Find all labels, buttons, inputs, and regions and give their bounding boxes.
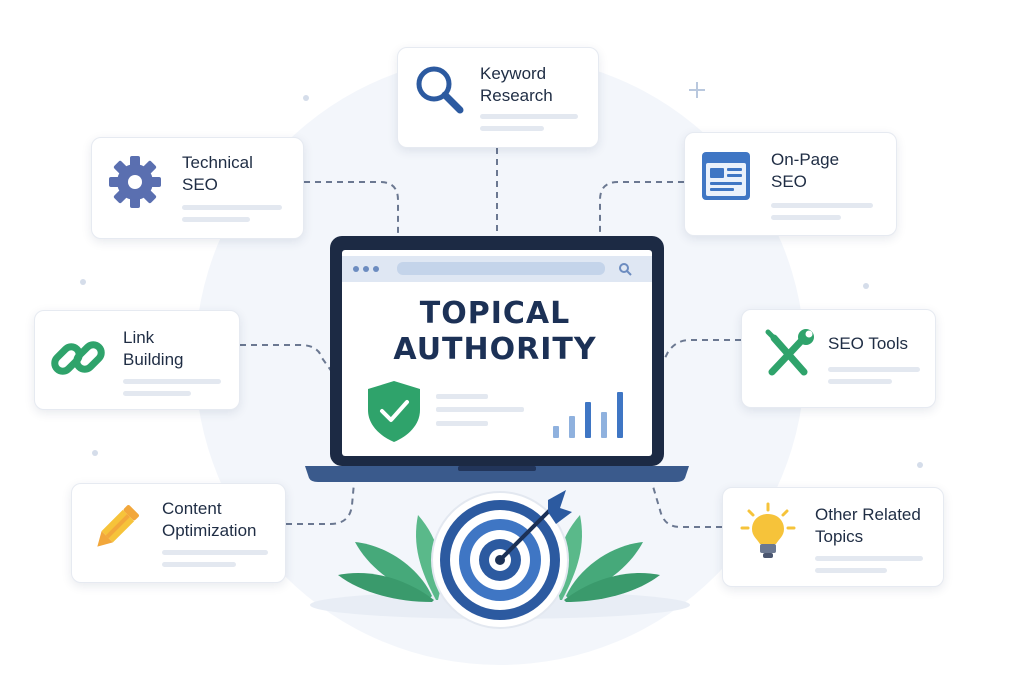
screen-text-lines xyxy=(436,394,524,426)
card-keyword-research-label-line2: Research xyxy=(480,86,553,105)
card-content-optimization[interactable]: Content Optimization xyxy=(71,483,286,583)
card-on-page-seo-label-line1: On-Page xyxy=(771,150,840,169)
wrench-screwdriver-icon xyxy=(765,329,814,376)
placeholder-line xyxy=(828,367,920,372)
card-seo-tools-label: SEO Tools xyxy=(828,334,909,353)
topical-authority-title-line2: AUTHORITY xyxy=(393,332,597,367)
placeholder-line xyxy=(480,114,578,119)
connector-seo-tools xyxy=(661,339,741,365)
magnifier-icon xyxy=(416,66,464,114)
decorative-dots xyxy=(80,95,923,468)
placeholder-line xyxy=(480,126,544,131)
placeholder-line xyxy=(123,391,191,396)
card-link-building[interactable]: Link Building xyxy=(34,310,240,410)
placeholder-line xyxy=(771,215,841,220)
card-link-building-label-line1: Link xyxy=(123,328,155,347)
card-technical-seo-label-line2: SEO xyxy=(182,175,218,194)
card-on-page-seo[interactable]: On-Page SEO xyxy=(684,132,897,236)
placeholder-line xyxy=(162,562,236,567)
connector-technical-seo xyxy=(304,181,399,236)
pencil-icon xyxy=(97,505,139,547)
card-other-related-topics-label-line2: Topics xyxy=(815,527,864,546)
placeholder-line xyxy=(815,568,887,573)
connector-other-related-topics xyxy=(651,482,722,528)
placeholder-line xyxy=(182,217,250,222)
target-icon xyxy=(431,490,572,629)
webpage-icon xyxy=(702,152,750,200)
card-keyword-research-label-line1: Keyword xyxy=(480,64,547,83)
connector-content-optimization xyxy=(286,482,355,525)
card-link-building-label-line2: Building xyxy=(123,350,184,369)
topical-authority-title-line1: TOPICAL xyxy=(419,296,571,331)
card-content-optimization-label-line1: Content xyxy=(162,499,222,518)
chain-link-icon xyxy=(51,341,105,375)
placeholder-line xyxy=(771,203,873,208)
placeholder-line xyxy=(815,556,923,561)
connector-link-building xyxy=(240,344,333,373)
placeholder-line xyxy=(828,379,892,384)
card-technical-seo-label-line1: Technical xyxy=(182,153,253,172)
placeholder-line xyxy=(182,205,282,210)
placeholder-line xyxy=(123,379,221,384)
placeholder-line xyxy=(162,550,268,555)
sparkle-icon xyxy=(689,82,705,98)
gear-icon xyxy=(109,156,161,208)
bar-chart-icon xyxy=(553,392,623,438)
card-content-optimization-label-line2: Optimization xyxy=(162,521,257,540)
browser-search-icon xyxy=(619,263,632,276)
lightbulb-icon xyxy=(740,502,796,558)
card-seo-tools[interactable]: SEO Tools xyxy=(741,309,936,408)
card-other-related-topics-label-line1: Other Related xyxy=(815,505,921,524)
card-other-related-topics[interactable]: Other Related Topics xyxy=(722,487,944,587)
card-keyword-research[interactable]: Keyword Research xyxy=(397,47,599,148)
shield-check-icon xyxy=(368,381,420,442)
card-on-page-seo-label-line2: SEO xyxy=(771,172,807,191)
connector-on-page-seo xyxy=(599,181,684,236)
card-technical-seo[interactable]: Technical SEO xyxy=(91,137,304,239)
